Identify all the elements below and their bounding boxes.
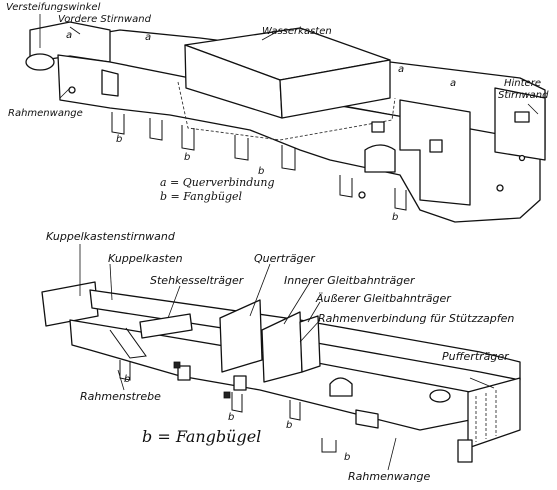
frame-cutout-1 bbox=[329, 377, 353, 397]
frame-window-1 bbox=[371, 121, 385, 133]
label-a-3: a bbox=[398, 64, 404, 75]
spring-hanger bbox=[358, 191, 366, 199]
catch-bracket-2 bbox=[149, 118, 163, 141]
label-hintere-stirnwand-2: Stirnwand bbox=[498, 90, 549, 101]
leader-rahmenwange-top bbox=[59, 87, 71, 99]
front-buffer-socket bbox=[25, 53, 55, 71]
label-b-3: b bbox=[258, 166, 264, 177]
label-innerer-gleitbahntraeger: Innerer Gleitbahnträger bbox=[284, 274, 416, 287]
catch-bracket-4 bbox=[234, 135, 249, 161]
front-frame-slot bbox=[101, 69, 119, 97]
frame-window-2 bbox=[429, 139, 443, 153]
label-rahmenverbindung: Rahmenverbindung für Stützzapfen bbox=[318, 312, 514, 325]
catch-bracket-6 bbox=[339, 175, 353, 198]
buffer-beam bbox=[467, 377, 521, 449]
label-quertraeger: Querträger bbox=[254, 252, 316, 265]
label-rahmenwange-bottom: Rahmenwange bbox=[348, 470, 431, 483]
pivot-ring bbox=[429, 389, 451, 403]
leader-outer-guide bbox=[307, 301, 321, 323]
bottom-frame-drawing bbox=[41, 244, 521, 471]
label-rahmenstrebe: Rahmenstrebe bbox=[80, 390, 161, 403]
legend-a-line: a = Querverbindung bbox=[160, 176, 275, 189]
leader-wasserkasten bbox=[261, 29, 281, 41]
buffer-beam-foot bbox=[457, 439, 473, 463]
top-frame-drawing bbox=[25, 14, 546, 223]
label-b-bottom-1: b bbox=[124, 374, 130, 385]
label-b-bottom-3: b bbox=[286, 420, 292, 431]
water-tank-side bbox=[279, 59, 391, 119]
frame-strut bbox=[109, 327, 147, 359]
legend-b-bottom: b = Fangbügel bbox=[142, 427, 261, 446]
leader-rahmenstrebe bbox=[117, 369, 125, 391]
cross-member-plate bbox=[219, 299, 263, 373]
leader-kuppelkasten bbox=[109, 263, 113, 301]
rear-buffer-beam bbox=[494, 87, 546, 161]
label-wasserkasten: Wasserkasten bbox=[262, 26, 332, 37]
leader-inner-guide bbox=[283, 281, 311, 325]
rear-beam-window bbox=[514, 111, 530, 123]
buffer-beam-hatching bbox=[475, 390, 497, 442]
label-a-2: a bbox=[145, 32, 151, 43]
bracket-bolt-2 bbox=[223, 391, 231, 399]
label-puffertraeger: Pufferträger bbox=[442, 350, 510, 363]
label-b-4: b bbox=[392, 212, 398, 223]
label-b-bottom-4: b bbox=[344, 452, 350, 463]
catch-bracket-5 bbox=[281, 145, 296, 171]
label-b-2: b bbox=[184, 152, 190, 163]
leader-stehkesseltraeger bbox=[167, 285, 181, 319]
bottom-catch-bracket-4 bbox=[321, 438, 337, 453]
label-rahmenwange-top: Rahmenwange bbox=[8, 108, 83, 119]
front-bolt bbox=[68, 86, 76, 94]
rear-bolt-2 bbox=[518, 154, 526, 162]
leader-quertraeger bbox=[249, 263, 271, 317]
catch-bracket-1 bbox=[111, 112, 125, 135]
frame-cutout-4 bbox=[233, 375, 247, 391]
catch-bracket-3 bbox=[181, 125, 195, 151]
label-kuppelkastenstirnwand: Kuppelkastenstirnwand bbox=[46, 230, 176, 243]
bottom-catch-bracket-3 bbox=[289, 400, 301, 421]
label-a-1: a bbox=[66, 30, 72, 41]
leader-vordere-stirnwand bbox=[69, 26, 81, 35]
bottom-catch-bracket-2 bbox=[231, 392, 243, 413]
leader-rahmenverbindung bbox=[299, 319, 321, 343]
legend-b-line: b = Fangbügel bbox=[160, 190, 242, 203]
frame-cutout-2 bbox=[355, 409, 379, 429]
rear-bolt bbox=[496, 184, 504, 192]
label-stehkesseltraeger: Stehkesselträger bbox=[150, 274, 245, 287]
label-kuppelkasten: Kuppelkasten bbox=[108, 252, 183, 265]
label-hintere-stirnwand-1: Hintere bbox=[504, 78, 541, 89]
label-vordere-stirnwand: Vordere Stirnwand bbox=[58, 14, 152, 25]
label-b-bottom-2: b bbox=[228, 412, 234, 423]
frame-cutout-3 bbox=[177, 365, 191, 381]
leader-puffertraeger bbox=[469, 377, 495, 389]
label-b-1: b bbox=[116, 134, 122, 145]
leader-rahmenwange-bottom bbox=[387, 437, 397, 471]
bracket-bolt-1 bbox=[173, 361, 181, 369]
label-versteifungswinkel: Versteifungswinkel bbox=[6, 2, 101, 13]
axle-cutout bbox=[364, 144, 396, 173]
coupling-box-end-wall bbox=[41, 281, 99, 327]
bottom-catch-bracket-1 bbox=[119, 360, 131, 381]
label-a-4: a bbox=[450, 78, 456, 89]
catch-bracket-7 bbox=[394, 188, 407, 211]
label-aeusserer-gleitbahntraeger: Äußerer Gleitbahnträger bbox=[315, 292, 452, 305]
outer-guide-bar-support bbox=[299, 315, 321, 373]
leader-hintere-stirnwand bbox=[527, 103, 539, 115]
firebox-support bbox=[139, 313, 193, 339]
hidden-tank-outline bbox=[177, 81, 396, 141]
